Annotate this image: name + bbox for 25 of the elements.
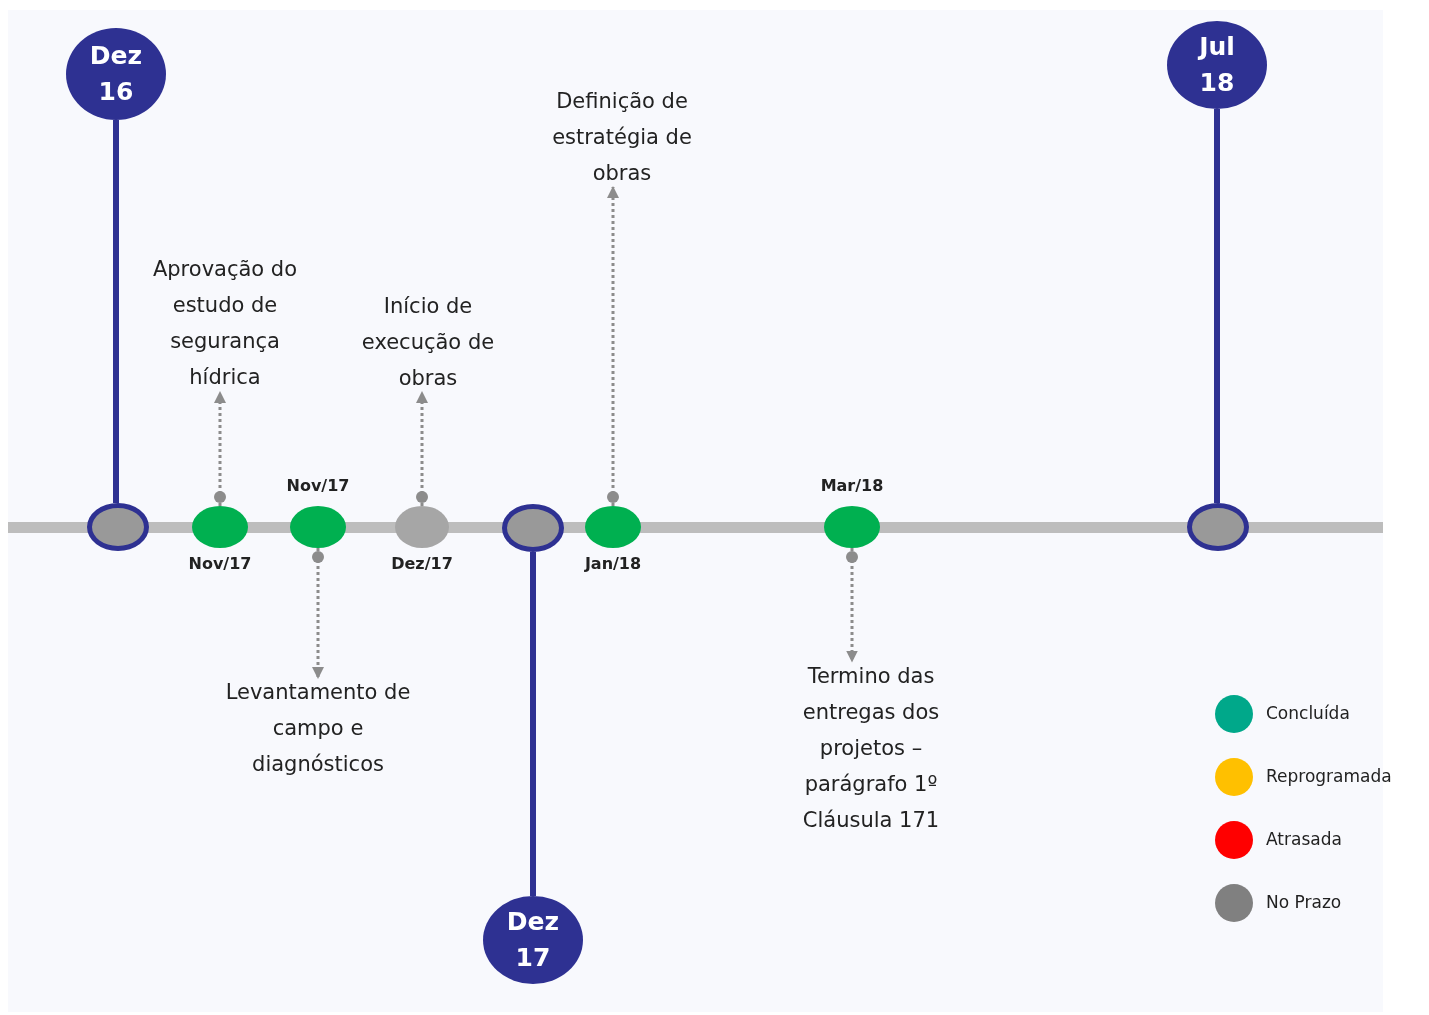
date-label: Nov/17: [286, 476, 350, 495]
date-label: Nov/17: [188, 554, 252, 573]
dotted-arrow: [607, 186, 619, 506]
legend-label: No Prazo: [1266, 892, 1342, 912]
date-label: Dez/17: [391, 554, 453, 573]
legend-label: Reprogramada: [1266, 766, 1392, 786]
dotted-arrow: [416, 391, 428, 506]
milestone-description: Início de execução de obras: [360, 293, 496, 392]
date-label: Dez 16: [88, 40, 144, 108]
dotted-arrow: [214, 391, 226, 506]
legend-label: Concluída: [1266, 703, 1350, 723]
dotted-arrow: [846, 548, 858, 663]
date-label: Jan/18: [584, 554, 642, 573]
date-label: Mar/18: [820, 476, 884, 495]
legend-label: Atrasada: [1266, 829, 1342, 849]
milestone-description: Levantamento de campo e diagnósticos: [224, 679, 412, 778]
milestone-description: Termino das entregas dos projetos – parágrafo 1º Cláusula 171: [801, 663, 941, 834]
connector-line: [1214, 109, 1220, 503]
connector-line: [530, 552, 536, 896]
milestone-description: Aprovação do estudo de segurança hídrica: [151, 256, 299, 391]
date-label: Jul 18: [1196, 31, 1236, 99]
dotted-arrow: [312, 548, 324, 679]
connector-line: [113, 120, 119, 503]
milestone-description: Definição de estratégia de obras: [551, 88, 693, 187]
date-label: Dez 17: [505, 906, 561, 974]
